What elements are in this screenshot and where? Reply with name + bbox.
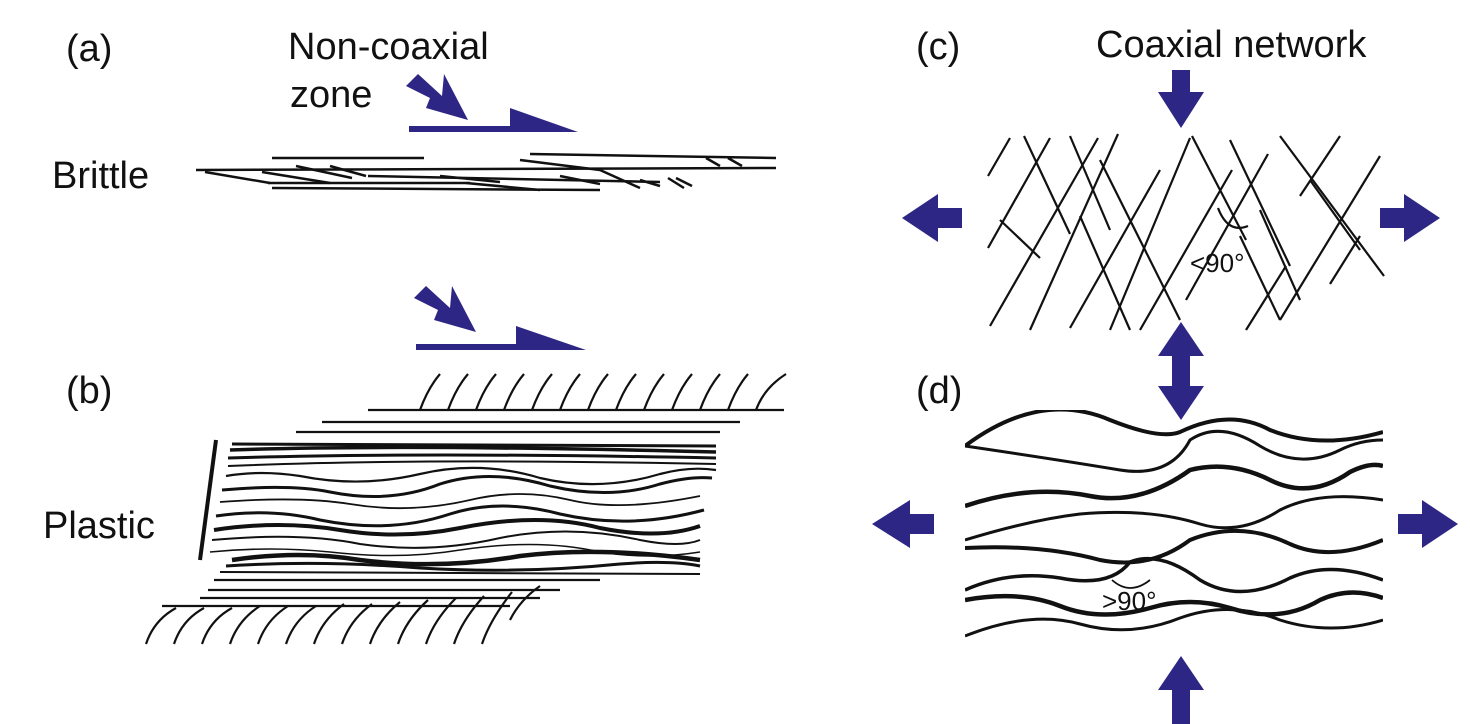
panel-b-letter: (b) bbox=[66, 370, 113, 412]
non-coaxial-title-line1: Non-coaxial bbox=[288, 26, 489, 68]
anastomosing-shear-network bbox=[965, 410, 1383, 638]
panel-a-letter: (a) bbox=[66, 28, 113, 70]
brittle-fault-zone bbox=[195, 152, 777, 192]
non-coaxial-title-line2: zone bbox=[290, 74, 373, 116]
shear-arrow-a bbox=[406, 74, 578, 132]
extension-arrow-right-c bbox=[1380, 194, 1440, 242]
panel-d-letter: (d) bbox=[916, 370, 963, 412]
extension-arrow-right-d bbox=[1398, 500, 1458, 548]
plastic-shear-zone bbox=[144, 373, 787, 645]
shear-arrow-b bbox=[414, 286, 586, 350]
conjugate-fracture-network bbox=[987, 133, 1385, 331]
extension-arrow-left-c bbox=[902, 194, 962, 242]
panel-c-letter: (c) bbox=[916, 26, 961, 68]
extension-arrow-left-d bbox=[872, 500, 934, 548]
compression-arrow-top-c bbox=[1158, 70, 1204, 128]
angle-label-c: <90° bbox=[1190, 248, 1245, 278]
double-arrow-c-d bbox=[1158, 322, 1204, 420]
plastic-label: Plastic bbox=[43, 505, 155, 547]
compression-arrow-bottom-d bbox=[1158, 656, 1204, 724]
coaxial-network-title: Coaxial network bbox=[1096, 24, 1367, 66]
brittle-label: Brittle bbox=[52, 155, 150, 197]
